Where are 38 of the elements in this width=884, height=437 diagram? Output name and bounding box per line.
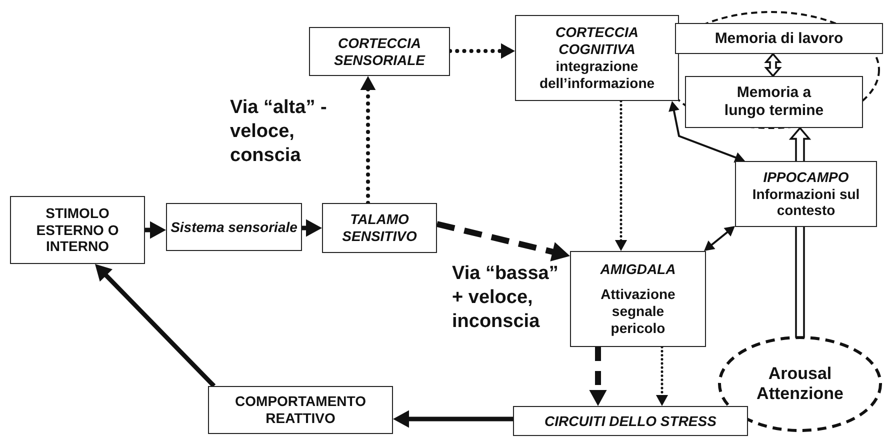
process-box (208, 386, 393, 434)
arrow (360, 76, 376, 205)
arrow (95, 264, 216, 388)
arrow (668, 101, 745, 163)
process-box (685, 76, 863, 128)
node-text: CORTECCIA SENSORIALE (332, 34, 426, 68)
arrow (704, 226, 735, 251)
process-box (675, 23, 883, 54)
process-box (513, 406, 748, 436)
arrow (448, 43, 515, 59)
node-text: integrazione dell’informazione (538, 58, 656, 92)
node-heading: AMIGDALA (600, 261, 676, 278)
node-text: Memoria di lavoro (714, 30, 844, 48)
arrow (589, 347, 607, 406)
process-box (735, 161, 877, 227)
arrow (656, 346, 668, 406)
node-text: Arousal Attenzione (756, 364, 844, 404)
node-text: TALAMO SENSITIVO (341, 211, 418, 245)
node-text: COMPORTAMENTO REATTIVO (234, 393, 367, 427)
hollow-arrow (764, 52, 782, 78)
arrow (393, 410, 513, 428)
arrow (614, 100, 628, 251)
arrow (436, 221, 570, 262)
node-text: CIRCUITI DELLO STRESS (544, 412, 716, 430)
node-text: Informazioni sul contesto (751, 186, 861, 220)
node-text: Attivazione segnale pericolo (600, 286, 676, 337)
arrow (145, 221, 166, 239)
process-box (10, 196, 145, 264)
process-box (166, 203, 302, 251)
process-box (570, 251, 706, 347)
arousal-ellipse (718, 336, 882, 432)
process-box (322, 203, 437, 253)
node-text: Memoria a lungo termine (724, 84, 824, 120)
process-box (515, 15, 679, 101)
process-box (309, 27, 450, 76)
node-text: Sistema sensoriale (170, 218, 298, 236)
node-heading: IPPOCAMPO (763, 168, 849, 186)
node-text: STIMOLO ESTERNO O INTERNO (35, 204, 120, 256)
